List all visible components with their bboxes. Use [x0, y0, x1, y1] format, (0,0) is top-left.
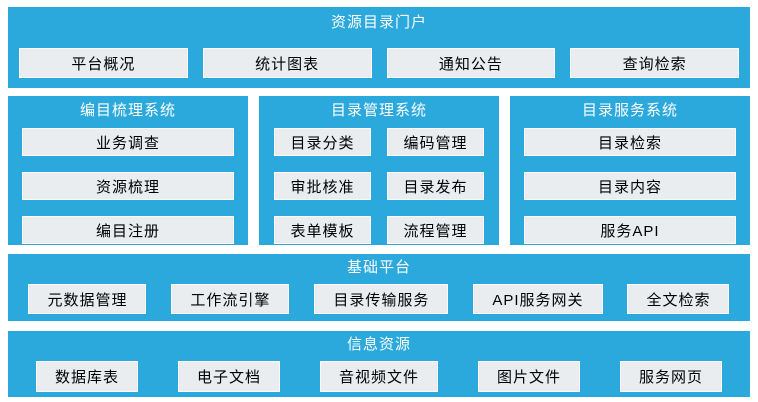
button-process-management[interactable]: 流程管理: [387, 216, 484, 244]
button-fulltext-search[interactable]: 全文检索: [627, 284, 730, 314]
button-audio-video-files[interactable]: 音视频文件: [319, 361, 438, 392]
button-code-management[interactable]: 编码管理: [387, 128, 484, 156]
button-service-api[interactable]: 服务API: [524, 216, 736, 244]
button-resource-sorting[interactable]: 资源梳理: [22, 172, 234, 200]
button-catalog-search[interactable]: 目录检索: [524, 128, 736, 156]
portal-button-notice-announcement[interactable]: 通知公告: [386, 48, 556, 78]
button-form-template[interactable]: 表单模板: [274, 216, 371, 244]
cataloging-system-buttons: 业务调查 资源梳理 编目注册: [8, 121, 248, 244]
cataloging-system-title: 编目梳理系统: [79, 102, 176, 119]
button-workflow-engine[interactable]: 工作流引擎: [171, 284, 290, 314]
base-platform-panel: 基础平台 元数据管理 工作流引擎 目录传输服务 API服务网关 全文检索: [8, 254, 750, 321]
base-platform-title: 基础平台: [346, 259, 411, 276]
button-database-table[interactable]: 数据库表: [35, 361, 138, 392]
button-api-service-gateway[interactable]: API服务网关: [473, 284, 603, 314]
catalog-service-system-panel: 目录服务系统 目录检索 目录内容 服务API: [510, 96, 750, 245]
portal-button-platform-overview[interactable]: 平台概况: [19, 48, 188, 78]
base-platform-buttons: 元数据管理 工作流引擎 目录传输服务 API服务网关 全文检索: [8, 278, 750, 314]
button-catalog-classification[interactable]: 目录分类: [274, 128, 371, 156]
catalog-management-system-title: 目录管理系统: [330, 102, 427, 119]
portal-button-statistics-charts[interactable]: 统计图表: [202, 48, 372, 78]
button-approval-verification[interactable]: 审批核准: [274, 172, 371, 200]
button-business-survey[interactable]: 业务调查: [22, 128, 234, 156]
portal-panel: 资源目录门户 平台概况 统计图表 通知公告 查询检索: [8, 7, 750, 88]
cataloging-system-panel: 编目梳理系统 业务调查 资源梳理 编目注册: [8, 96, 248, 245]
button-service-webpage[interactable]: 服务网页: [619, 361, 722, 392]
portal-button-query-search[interactable]: 查询检索: [570, 48, 739, 78]
systems-row: 编目梳理系统 业务调查 资源梳理 编目注册 目录管理系统 目录分类 编码管理 审…: [8, 96, 750, 245]
catalog-service-system-title: 目录服务系统: [581, 102, 678, 119]
portal-title: 资源目录门户: [330, 14, 427, 31]
catalog-service-system-buttons: 目录检索 目录内容 服务API: [510, 121, 750, 244]
button-catalog-content[interactable]: 目录内容: [524, 172, 736, 200]
button-image-files[interactable]: 图片文件: [477, 361, 580, 392]
button-catalog-transfer-service[interactable]: 目录传输服务: [314, 284, 449, 314]
button-metadata-management[interactable]: 元数据管理: [28, 284, 147, 314]
information-resources-panel: 信息资源 数据库表 电子文档 音视频文件 图片文件 服务网页: [8, 331, 750, 397]
button-electronic-document[interactable]: 电子文档: [177, 361, 280, 392]
portal-button-row: 平台概况 统计图表 通知公告 查询检索: [8, 33, 750, 78]
information-resources-title: 信息资源: [346, 336, 411, 353]
catalog-management-system-buttons: 目录分类 编码管理 审批核准 目录发布 表单模板 流程管理: [259, 121, 499, 244]
information-resources-buttons: 数据库表 电子文档 音视频文件 图片文件 服务网页: [8, 355, 750, 392]
button-catalog-publish[interactable]: 目录发布: [387, 172, 484, 200]
button-catalog-registration[interactable]: 编目注册: [22, 216, 234, 244]
catalog-management-system-panel: 目录管理系统 目录分类 编码管理 审批核准 目录发布 表单模板 流程管理: [259, 96, 499, 245]
